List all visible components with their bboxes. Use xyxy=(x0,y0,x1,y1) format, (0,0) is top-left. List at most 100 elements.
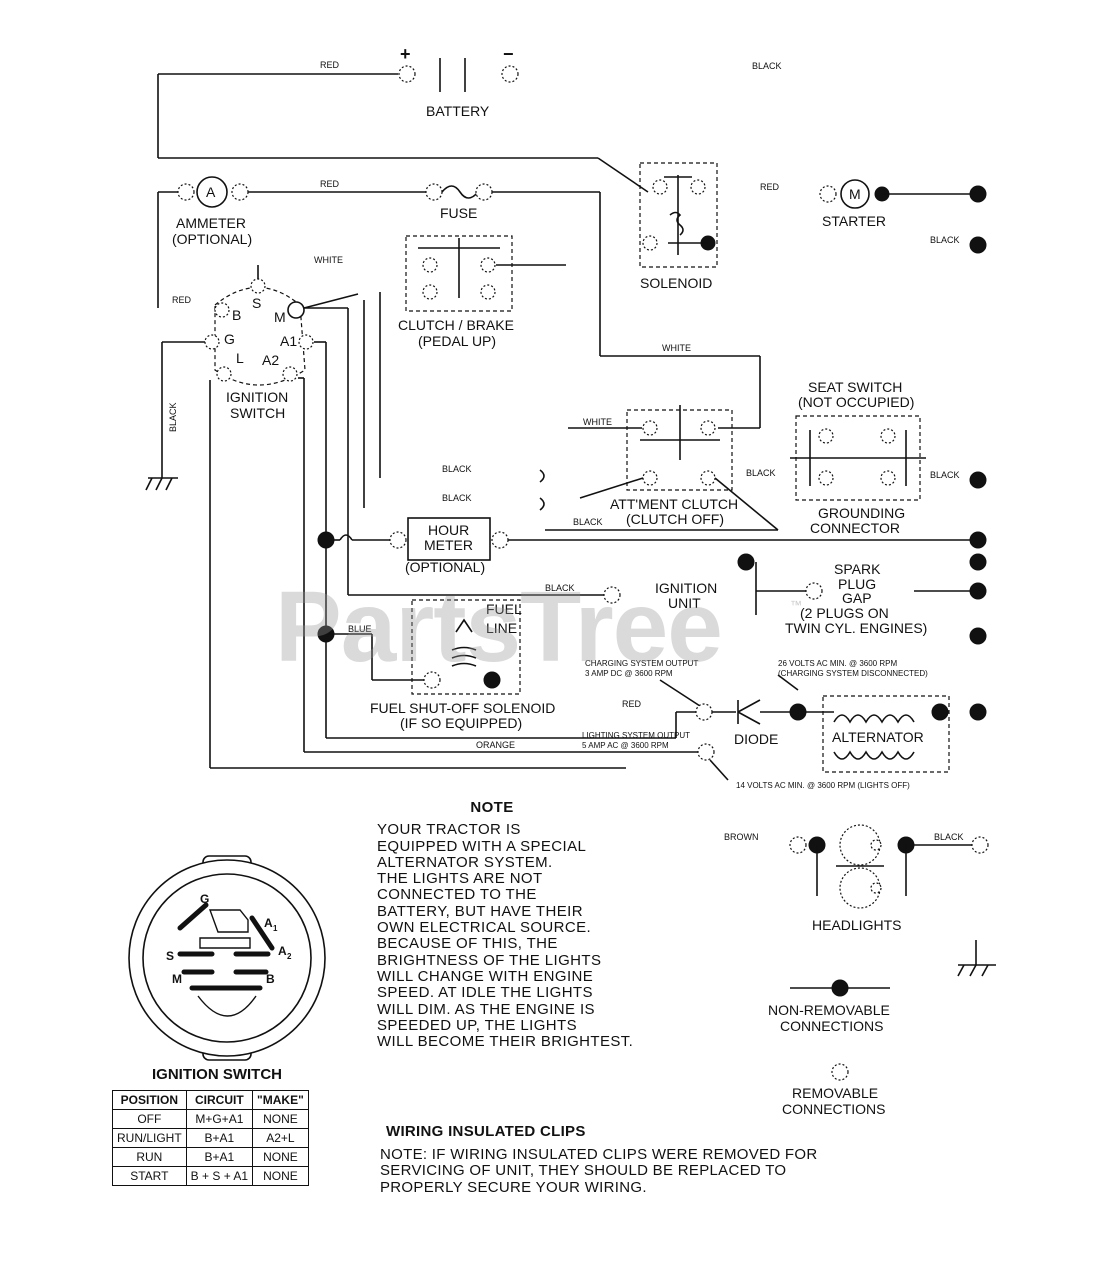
table-cell: NONE xyxy=(252,1109,309,1129)
legend-removable-1: REMOVABLE xyxy=(792,1085,878,1101)
fuel-line-label-1: FUEL xyxy=(486,601,522,617)
clips-line: SERVICING OF UNIT, THEY SHOULD BE REPLAC… xyxy=(380,1162,787,1179)
table-row: RUN/LIGHT B+A1 A2+L xyxy=(112,1128,309,1148)
note-line: SPEED. AT IDLE THE LIGHTS xyxy=(377,984,593,1002)
note-line: ALTERNATOR SYSTEM. xyxy=(377,853,553,871)
wire-white-right: WHITE xyxy=(662,343,691,353)
table-row: START B + S + A1 NONE xyxy=(112,1166,309,1186)
spark-plug-label-4: (2 PLUGS ON xyxy=(800,605,889,621)
lights-off-label: 14 VOLTS AC MIN. @ 3600 RPM (LIGHTS OFF) xyxy=(736,781,910,790)
spark-plug-label-5: TWIN CYL. ENGINES) xyxy=(785,620,927,636)
legend: NON-REMOVABLE CONNECTIONS REMOVABLE CONN… xyxy=(768,979,890,1117)
table-cell: OFF xyxy=(112,1109,187,1129)
table-cell: NONE xyxy=(252,1166,309,1186)
table-header: POSITION xyxy=(112,1090,187,1110)
note-block: NOTE YOUR TRACTOR IS EQUIPPED WITH A SPE… xyxy=(377,799,667,1051)
wire-black-seat: BLACK xyxy=(930,470,960,480)
note-line: WILL DIM. AS THE ENGINE IS xyxy=(377,1000,595,1018)
lighting-output-2: 5 AMP AC @ 3600 RPM xyxy=(582,741,669,750)
ignition-switch-schematic: S B M G A1 L A2 IGNITION SWITCH xyxy=(204,265,314,421)
wire-blue: BLUE xyxy=(348,624,372,634)
watermark-tm: ™ xyxy=(790,598,802,612)
note-line: SPEEDED UP, THE LIGHTS xyxy=(377,1016,577,1034)
ign-terminal-a1: A1 xyxy=(280,333,297,349)
table-cell: START xyxy=(112,1166,187,1186)
clips-title: WIRING INSULATED CLIPS xyxy=(386,1123,586,1140)
table-header-row: POSITION CIRCUIT "MAKE" xyxy=(112,1090,309,1110)
table-cell: M+G+A1 xyxy=(185,1109,254,1129)
table-cell: RUN/LIGHT xyxy=(112,1128,187,1148)
note-line: OWN ELECTRICAL SOURCE. xyxy=(377,919,592,937)
clutch-brake-label-1: CLUTCH / BRAKE xyxy=(398,317,514,333)
legend-non-removable-2: CONNECTIONS xyxy=(780,1018,883,1034)
clips-line: PROPERLY SECURE YOUR WIRING. xyxy=(380,1178,647,1196)
grounding-connector-label-1: GROUNDING xyxy=(818,505,905,521)
ignition-switch-label-2: SWITCH xyxy=(230,405,285,421)
fuel-solenoid-label-1: FUEL SHUT-OFF SOLENOID xyxy=(370,700,555,716)
ign-terminal-a2: A2 xyxy=(262,352,279,368)
attachment-clutch-label-1: ATT'MENT CLUTCH xyxy=(610,496,738,512)
ammeter-label-1: AMMETER xyxy=(176,215,246,231)
table-cell: B+A1 xyxy=(185,1147,254,1167)
ignition-switch-face: G A 1 A 2 S M B xyxy=(128,855,326,1061)
wire-orange: ORANGE xyxy=(476,740,515,750)
clutch-brake-label-2: (PEDAL UP) xyxy=(418,333,496,349)
note-line: CONNECTED TO THE xyxy=(377,886,537,904)
clips-line: NOTE: IF WIRING INSULATED CLIPS WERE REM… xyxy=(380,1145,818,1163)
ammeter-symbol: A xyxy=(206,184,216,200)
table-cell: B+A1 xyxy=(185,1128,254,1148)
starter: M STARTER xyxy=(819,179,987,229)
spark-plug-label-2: PLUG xyxy=(838,576,876,592)
solenoid: SOLENOID xyxy=(639,162,718,291)
table-header: "MAKE" xyxy=(252,1090,309,1110)
hour-meter-label-2: METER xyxy=(424,537,473,553)
wire-red-top: RED xyxy=(320,60,340,70)
table-cell: A2+L xyxy=(252,1128,309,1148)
spark-plug: SPARK PLUG GAP (2 PLUGS ON TWIN CYL. ENG… xyxy=(785,561,927,636)
ammeter-label-2: (OPTIONAL) xyxy=(172,231,252,247)
battery-plus: + xyxy=(400,44,411,64)
ignition-table-title: IGNITION SWITCH xyxy=(152,1066,282,1083)
note-line: BRIGHTNESS OF THE LIGHTS xyxy=(377,951,602,969)
headlights-label: HEADLIGHTS xyxy=(812,917,901,933)
fuel-solenoid-label-2: (IF SO EQUIPPED) xyxy=(400,715,522,731)
charging-disconnected-1: 26 VOLTS AC MIN. @ 3600 RPM xyxy=(778,659,897,668)
ign-face-a1: A xyxy=(264,916,273,930)
note-line: BATTERY, BUT HAVE THEIR xyxy=(377,902,583,920)
seat-switch-label-2: (NOT OCCUPIED) xyxy=(798,394,914,410)
ign-terminal-g: G xyxy=(224,331,235,347)
ign-face-a2: A xyxy=(278,944,287,958)
ground-symbol-left xyxy=(145,477,178,491)
diode-label: DIODE xyxy=(734,731,778,747)
solenoid-label: SOLENOID xyxy=(640,275,712,291)
ign-face-b: B xyxy=(266,972,275,986)
ign-face-g: G xyxy=(200,892,209,906)
starter-symbol: M xyxy=(849,186,861,202)
starter-label: STARTER xyxy=(822,213,886,229)
battery-label: BATTERY xyxy=(426,103,490,119)
ground-symbol-right xyxy=(957,940,996,977)
fuse: FUSE xyxy=(425,183,493,221)
headlights: BROWN BLACK HEADLIGHTS xyxy=(724,824,989,933)
wire-black-pto-right: BLACK xyxy=(746,468,776,478)
fuse-label: FUSE xyxy=(440,205,477,221)
ign-face-a2-sub: 2 xyxy=(287,952,292,961)
grounding-connector-label-2: CONNECTOR xyxy=(810,520,900,536)
alternator: ALTERNATOR xyxy=(822,695,950,773)
battery-minus: − xyxy=(503,44,514,64)
legend-removable-2: CONNECTIONS xyxy=(782,1101,885,1117)
wire-white-pto: WHITE xyxy=(583,417,612,427)
alternator-label: ALTERNATOR xyxy=(832,729,924,745)
note-line: EQUIPPED WITH A SPECIAL xyxy=(377,837,587,855)
attachment-clutch-label-2: (CLUTCH OFF) xyxy=(626,511,724,527)
table-row: OFF M+G+A1 NONE xyxy=(112,1109,309,1129)
wire-red-diode: RED xyxy=(622,699,642,709)
wire-black-3: BLACK xyxy=(573,517,603,527)
note-line: WILL BECOME THEIR BRIGHTEST. xyxy=(377,1033,634,1051)
wiring-clips-note: WIRING INSULATED CLIPS NOTE: IF WIRING I… xyxy=(380,1123,818,1196)
table-cell: NONE xyxy=(252,1147,309,1167)
table-cell: B + S + A1 xyxy=(185,1166,254,1186)
wire-red-starter: RED xyxy=(760,182,780,192)
note-lines: YOUR TRACTOR IS EQUIPPED WITH A SPECIAL … xyxy=(377,821,667,1051)
